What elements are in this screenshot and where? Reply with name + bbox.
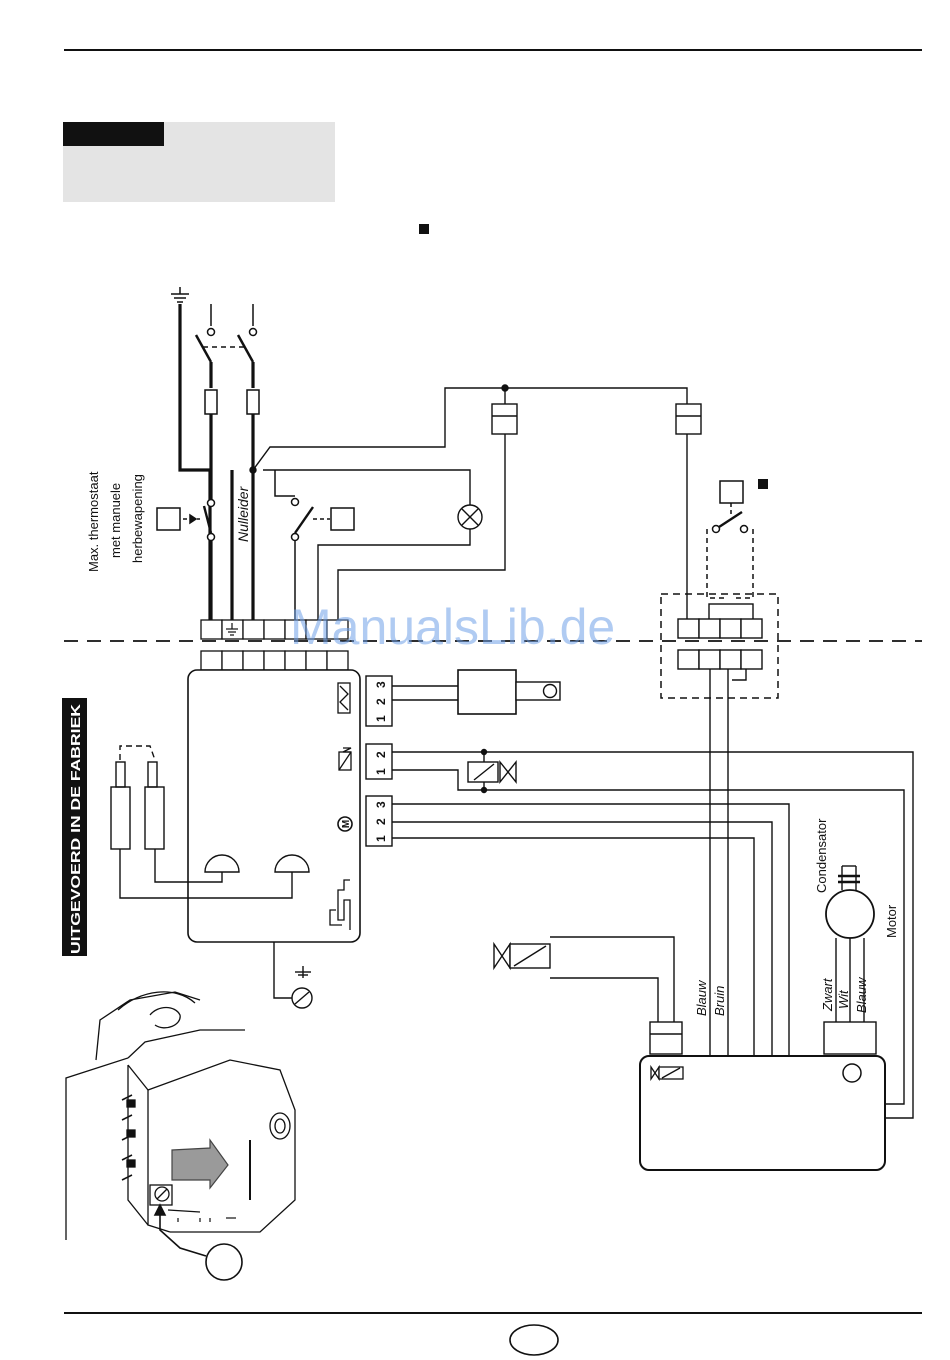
terminal-block-b: 1 2: [366, 744, 392, 779]
thermostat-label-line3: herbewapening: [130, 474, 145, 563]
terminal-b-2: 2: [374, 751, 388, 758]
burner-illustration: [66, 992, 295, 1240]
second-valve: [494, 937, 682, 1054]
side-banner-text: UITGEVOERD IN DE FABRIEK: [68, 703, 83, 954]
wire-label-blauw-right: Blauw: [854, 976, 869, 1013]
terminal-a-1: 1: [374, 715, 388, 722]
terminal-block-a: 1 2 3: [366, 676, 392, 726]
ignition-transformer: [392, 670, 560, 714]
bullet-square-2: [758, 479, 768, 489]
terminal-a-2: 2: [374, 698, 388, 705]
wire-label-blauw-left: Blauw: [694, 979, 709, 1016]
thermostat-label-line2: met manuele: [108, 483, 123, 558]
capacitor-label: Condensator: [814, 818, 829, 893]
motor-label: Motor: [884, 904, 899, 938]
ground-icon: [171, 287, 189, 302]
terminal-c-3: 3: [374, 801, 388, 808]
motor-symbol-label: M: [341, 820, 352, 828]
terminal-b-1: 1: [374, 768, 388, 775]
terminal-c-2: 2: [374, 818, 388, 825]
callout-pointer: [155, 1205, 242, 1280]
box-ground: [274, 942, 312, 1008]
thermostat-switch: [157, 500, 215, 541]
header-black-tab: [63, 122, 164, 146]
terminal-a-3: 3: [374, 681, 388, 688]
arrow-icon: [172, 1140, 228, 1188]
motor-wiring: [392, 669, 789, 1056]
bullet-square: [419, 224, 429, 234]
wire-label-wit: Wit: [836, 989, 851, 1009]
unit-indicator: [843, 1064, 861, 1082]
neutral-label: Nulleider: [235, 485, 251, 542]
thermostat-label-line1: Max. thermostaat: [86, 471, 101, 572]
control-box: [188, 670, 360, 942]
terminal-block-c: 1 2 3: [366, 796, 392, 846]
remote-switch: [707, 481, 753, 598]
watermark: ManualsLib.de: [290, 599, 615, 655]
wire-label-bruin: Bruin: [712, 986, 727, 1016]
terminal-c-1: 1: [374, 835, 388, 842]
page-number-oval: [510, 1325, 558, 1355]
control-wiring: [250, 385, 701, 622]
wire-label-zwart: Zwart: [820, 977, 835, 1012]
mains-supply-lines: [180, 304, 259, 622]
motor-assembly: [824, 866, 876, 1054]
plug-terminals: [678, 604, 762, 669]
